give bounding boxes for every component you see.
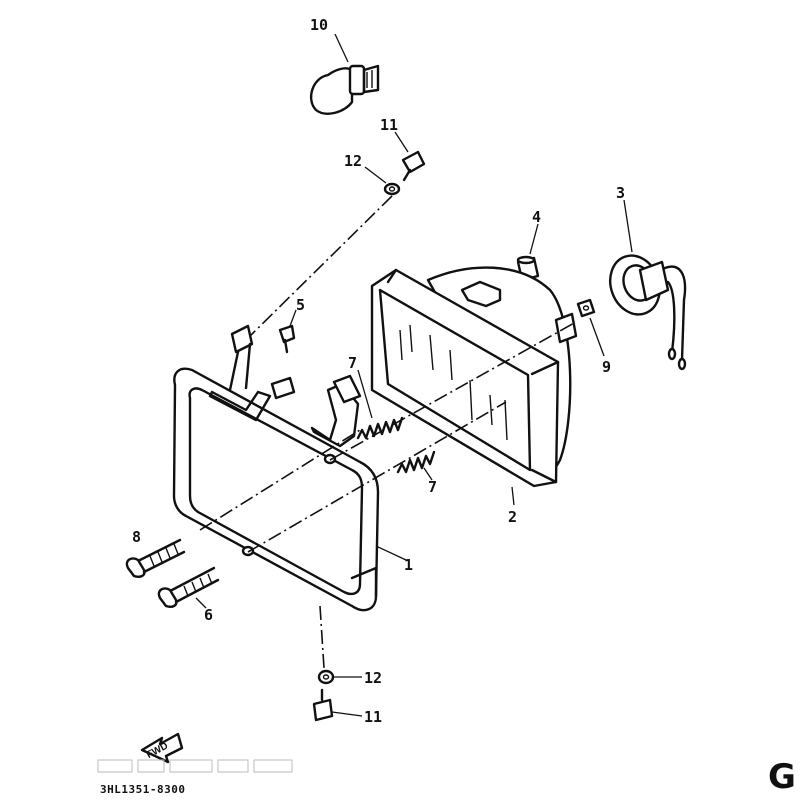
screw-part-11-bottom: [312, 688, 334, 722]
part-number: 3HL1351-8300: [100, 783, 185, 796]
faded-text-strip: [97, 759, 293, 773]
screw-part-8: [125, 538, 186, 578]
callout-11-bottom: 11: [364, 708, 382, 726]
forward-direction-arrow-icon: FWD: [140, 732, 184, 764]
screw-part-5: [278, 324, 296, 354]
nut-part-9: [576, 298, 596, 318]
callout-3: 3: [616, 184, 625, 202]
callout-12-top: 12: [344, 152, 362, 170]
headlight-rim-part-1: [172, 324, 380, 612]
callout-12-bottom: 12: [364, 669, 382, 687]
page-letter: G: [768, 757, 796, 797]
socket-part-3: [609, 254, 687, 371]
callout-7-upper: 7: [348, 354, 357, 372]
callout-10: 10: [310, 16, 328, 34]
washer-part-12-bottom: [317, 669, 335, 685]
screw-part-6: [157, 566, 220, 608]
washer-part-12-top: [383, 182, 401, 196]
callout-1: 1: [404, 556, 413, 574]
bulb-part-10: [309, 64, 380, 115]
callout-11-top: 11: [380, 116, 398, 134]
headlight-unit-part-2: [370, 266, 578, 488]
callout-4: 4: [532, 208, 541, 226]
callout-2: 2: [508, 508, 517, 526]
spring-part-7-lower: [396, 450, 436, 474]
callout-5: 5: [296, 296, 305, 314]
callout-9: 9: [602, 358, 611, 376]
callout-7-lower: 7: [428, 478, 437, 496]
spring-part-7-upper: [356, 416, 404, 440]
callout-6: 6: [204, 606, 213, 624]
screw-part-11-top: [401, 150, 426, 182]
callout-8: 8: [132, 528, 141, 546]
